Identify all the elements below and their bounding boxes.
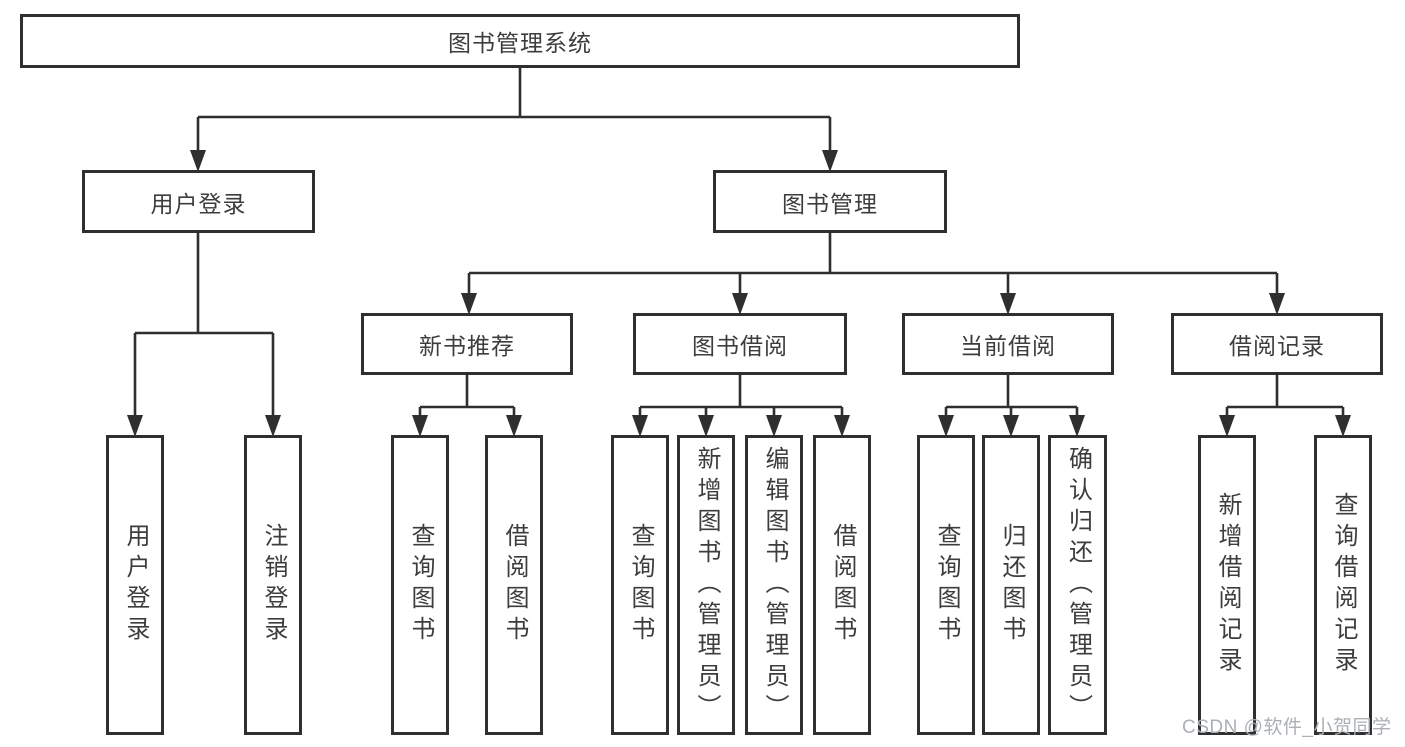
node-leaf-user-login: 用户登录 — [106, 435, 164, 735]
tree-edges — [133, 68, 1345, 433]
node-leaf-edit-books-admin: 编辑图书（管理员） — [745, 435, 803, 735]
node-leaf-confirm-return-admin: 确认归还（管理员） — [1048, 435, 1107, 735]
node-user-login: 用户登录 — [82, 170, 315, 233]
node-leaf-query-books-1: 查询图书 — [391, 435, 449, 735]
node-leaf-query-books-3: 查询图书 — [917, 435, 975, 735]
arrowheads — [127, 150, 1351, 437]
node-borrow-records: 借阅记录 — [1171, 313, 1383, 375]
node-leaf-query-books-2: 查询图书 — [611, 435, 669, 735]
node-root: 图书管理系统 — [20, 14, 1020, 68]
node-book-mgmt: 图书管理 — [713, 170, 947, 233]
node-current-borrow: 当前借阅 — [902, 313, 1114, 375]
node-leaf-logout: 注销登录 — [244, 435, 302, 735]
node-leaf-add-books-admin: 新增图书（管理员） — [677, 435, 735, 735]
node-book-borrow: 图书借阅 — [633, 313, 847, 375]
node-new-book-recommend: 新书推荐 — [361, 313, 573, 375]
csdn-watermark: CSDN @软件_小贺同学 — [1182, 717, 1392, 738]
node-leaf-borrow-books-1: 借阅图书 — [485, 435, 543, 735]
node-leaf-borrow-books-2: 借阅图书 — [813, 435, 871, 735]
node-leaf-query-borrow-record: 查询借阅记录 — [1314, 435, 1372, 735]
node-leaf-add-borrow-record: 新增借阅记录 — [1198, 435, 1256, 735]
node-leaf-return-books: 归还图书 — [982, 435, 1040, 735]
